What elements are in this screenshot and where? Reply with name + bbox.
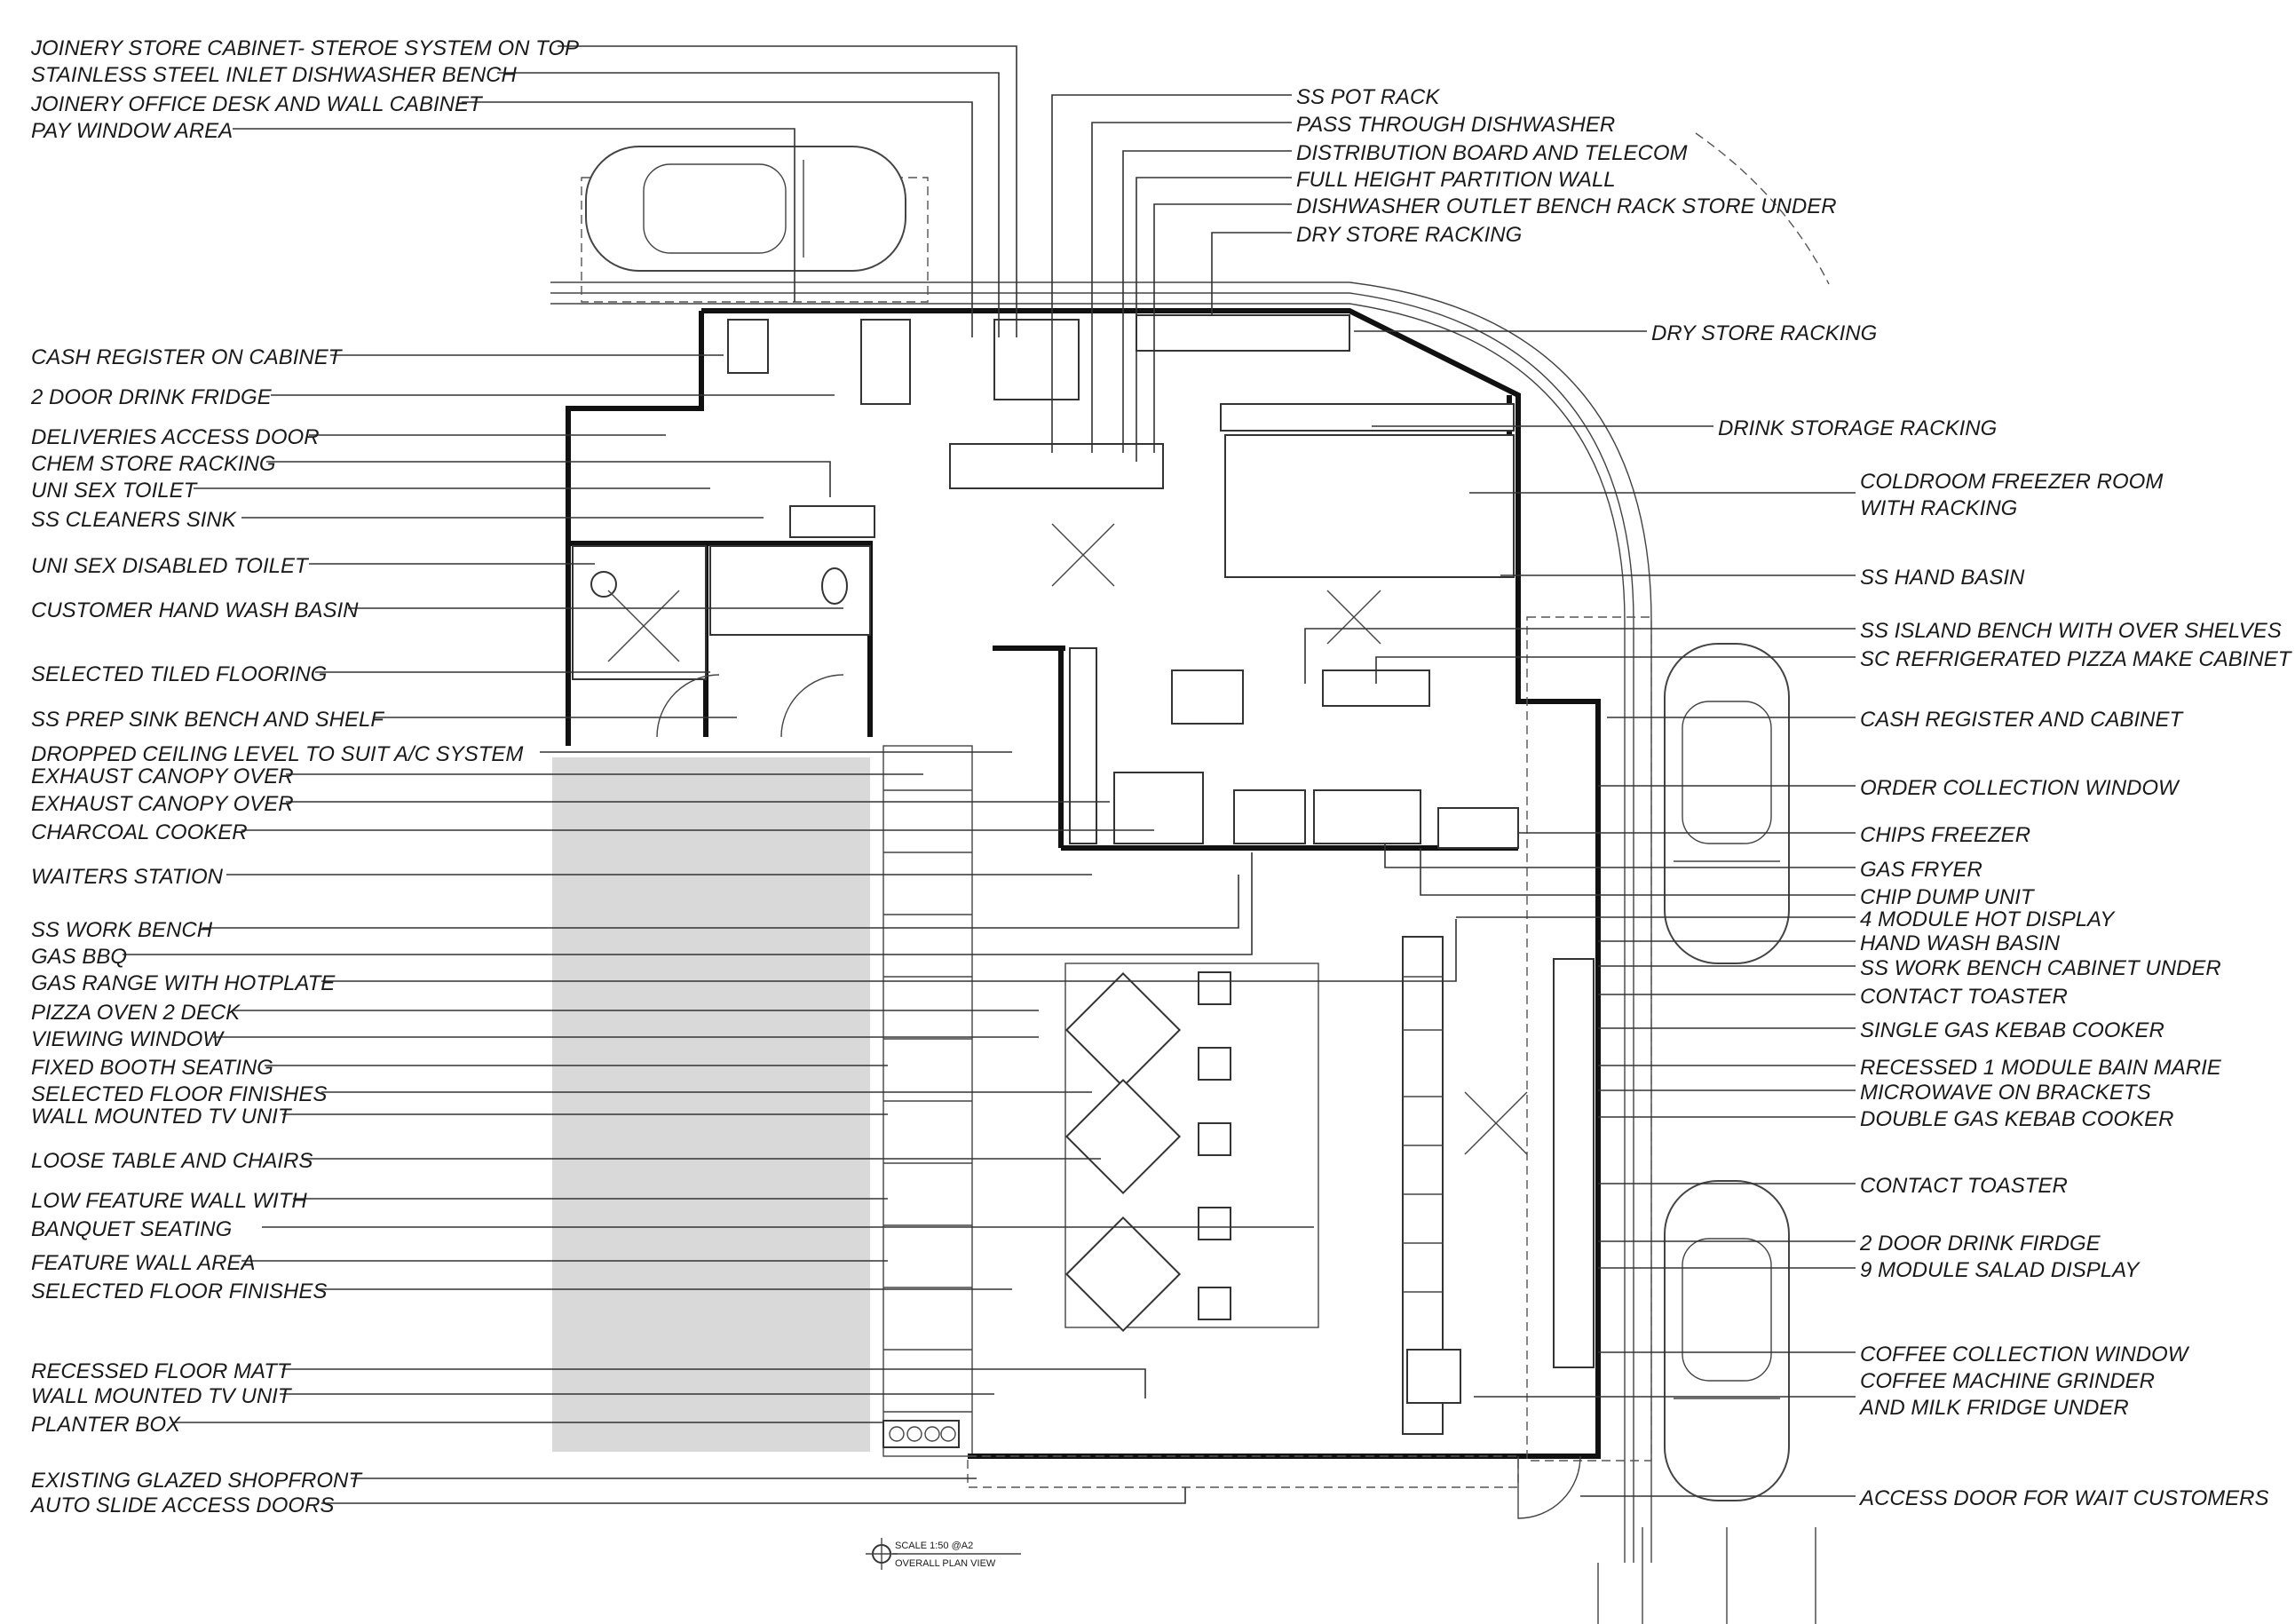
label-double-gas-kebab-cooker: DOUBLE GAS KEBAB COOKER: [1860, 1107, 2173, 1131]
label-pass-through-dishwasher: PASS THROUGH DISHWASHER: [1296, 113, 1615, 137]
label-gas-bbq: GAS BBQ: [31, 945, 127, 969]
label-ss-pot-rack: SS POT RACK: [1296, 85, 1440, 109]
label-coldroom-freezer-room: COLDROOM FREEZER ROOM: [1860, 470, 2163, 494]
label-planter-box: PLANTER BOX: [31, 1413, 181, 1437]
label-ss-hand-basin: SS HAND BASIN: [1860, 566, 2025, 590]
label-access-door-wait-customers: ACCESS DOOR FOR WAIT CUSTOMERS: [1858, 1486, 2269, 1510]
label-contact-toaster-1: CONTACT TOASTER: [1860, 985, 2068, 1009]
label-2-door-drink-firdge: 2 DOOR DRINK FIRDGE: [1859, 1232, 2101, 1256]
label-loose-table-and-chairs: LOOSE TABLE AND CHAIRS: [31, 1149, 313, 1173]
label-exhaust-canopy-over-2: EXHAUST CANOPY OVER: [31, 792, 294, 816]
label-ss-island-bench: SS ISLAND BENCH WITH OVER SHELVES: [1860, 619, 2282, 643]
label-wall-mounted-tv-unit-2: WALL MOUNTED TV UNIT: [31, 1384, 293, 1408]
label-ss-prep-sink-bench: SS PREP SINK BENCH AND SHELF: [31, 708, 384, 732]
label-ss-work-bench-cabinet: SS WORK BENCH CABINET UNDER: [1860, 956, 2221, 980]
car-right-2: [1664, 1180, 1790, 1501]
label-cash-register-and-cabinet: CASH REGISTER AND CABINET: [1860, 708, 2185, 732]
label-viewing-window: VIEWING WINDOW: [31, 1027, 225, 1051]
plan-geometry: [550, 132, 1830, 1624]
label-order-collection-window: ORDER COLLECTION WINDOW: [1860, 776, 2180, 800]
label-gas-range-with-hotplate: GAS RANGE WITH HOTPLATE: [31, 971, 336, 995]
label-milk-fridge-under: AND MILK FRIDGE UNDER: [1858, 1396, 2129, 1420]
label-2-door-drink-fridge: 2 DOOR DRINK FRIDGE: [30, 385, 273, 409]
label-inlet-dishwasher-bench: STAINLESS STEEL INLET DISHWASHER BENCH: [31, 63, 517, 87]
label-uni-sex-disabled-toilet: UNI SEX DISABLED TOILET: [31, 554, 310, 578]
label-full-height-partition-wall: FULL HEIGHT PARTITION WALL: [1296, 168, 1616, 192]
label-dishwasher-outlet-bench: DISHWASHER OUTLET BENCH RACK STORE UNDER: [1296, 194, 1837, 218]
label-pizza-make-cabinet: SC REFRIGERATED PIZZA MAKE CABINET: [1860, 647, 2293, 671]
label-ss-work-bench: SS WORK BENCH: [31, 918, 213, 942]
label-recessed-bain-marie: RECESSED 1 MODULE BAIN MARIE: [1860, 1056, 2222, 1080]
scale-subtext: OVERALL PLAN VIEW: [895, 1558, 996, 1569]
loose-tables-and-chairs: [1064, 963, 1319, 1333]
label-cash-register-on-cabinet: CASH REGISTER ON CABINET: [31, 345, 344, 369]
label-charcoal-cooker: CHARCOAL COOKER: [31, 820, 248, 844]
label-contact-toaster-2: CONTACT TOASTER: [1860, 1174, 2068, 1198]
label-customer-hand-wash-basin: CUSTOMER HAND WASH BASIN: [31, 598, 359, 622]
label-chip-dump-unit: CHIP DUMP UNIT: [1860, 885, 2036, 909]
label-coffee-machine-grinder: COFFEE MACHINE GRINDER: [1860, 1369, 2155, 1393]
label-ss-cleaners-sink: SS CLEANERS SINK: [31, 508, 237, 532]
label-deliveries-access-door: DELIVERIES ACCESS DOOR: [31, 425, 320, 449]
label-dry-store-racking-top: DRY STORE RACKING: [1296, 223, 1522, 247]
exterior-wall: [566, 311, 704, 746]
label-waiters-station: WAITERS STATION: [31, 865, 224, 889]
label-with-racking: WITH RACKING: [1860, 496, 2017, 520]
label-banquet-seating: BANQUET SEATING: [31, 1217, 232, 1241]
car-top: [585, 146, 906, 272]
leader-lines: [123, 45, 1856, 1504]
label-joinery-store-cabinet: JOINERY STORE CABINET- STEROE SYSTEM ON …: [30, 36, 579, 60]
label-uni-sex-toilet: UNI SEX TOILET: [31, 479, 199, 503]
label-microwave-on-brackets: MICROWAVE ON BRACKETS: [1860, 1081, 2151, 1105]
label-chem-store-racking: CHEM STORE RACKING: [31, 452, 276, 476]
label-4-module-hot-display: 4 MODULE HOT DISPLAY: [1860, 907, 2116, 931]
label-pizza-oven-2-deck: PIZZA OVEN 2 DECK: [31, 1001, 241, 1025]
label-coffee-collection-window: COFFEE COLLECTION WINDOW: [1860, 1343, 2190, 1367]
label-selected-floor-finishes-2: SELECTED FLOOR FINISHES: [31, 1279, 327, 1303]
label-chips-freezer: CHIPS FREEZER: [1860, 823, 2030, 847]
label-feature-wall-area: FEATURE WALL AREA: [31, 1251, 256, 1275]
label-single-gas-kebab-cooker: SINGLE GAS KEBAB COOKER: [1860, 1018, 2164, 1042]
label-joinery-office-desk: JOINERY OFFICE DESK AND WALL CABINET: [30, 92, 484, 116]
label-exhaust-canopy-over-1: EXHAUST CANOPY OVER: [31, 764, 294, 788]
label-drink-storage-racking: DRINK STORAGE RACKING: [1718, 416, 1997, 440]
label-auto-slide-access-doors: AUTO SLIDE ACCESS DOORS: [29, 1493, 334, 1517]
label-selected-floor-finishes-1: SELECTED FLOOR FINISHES: [31, 1082, 327, 1106]
label-distribution-board: DISTRIBUTION BOARD AND TELECOM: [1296, 141, 1687, 165]
label-hand-wash-basin: HAND WASH BASIN: [1860, 931, 2061, 955]
label-recessed-floor-matt: RECESSED FLOOR MATT: [31, 1359, 292, 1383]
label-gas-fryer: GAS FRYER: [1860, 858, 1982, 882]
label-existing-glazed-shopfront: EXISTING GLAZED SHOPFRONT: [31, 1469, 363, 1493]
label-low-feature-wall: LOW FEATURE WALL WITH: [31, 1189, 307, 1213]
label-wall-mounted-tv-unit-1: WALL MOUNTED TV UNIT: [31, 1105, 293, 1129]
label-9-module-salad-display: 9 MODULE SALAD DISPLAY: [1860, 1258, 2141, 1282]
road-lines: [550, 132, 1830, 1624]
scale-text: SCALE 1:50 @A2: [895, 1541, 973, 1551]
left-labels: JOINERY STORE CABINET- STEROE SYSTEM ON …: [29, 36, 579, 1517]
label-fixed-booth-seating: FIXED BOOTH SEATING: [31, 1056, 273, 1080]
right-labels: DRY STORE RACKING DRINK STORAGE RACKING …: [1651, 321, 2293, 1510]
label-dropped-ceiling-level: DROPPED CEILING LEVEL TO SUIT A/C SYSTEM: [31, 742, 523, 766]
label-pay-window-area: PAY WINDOW AREA: [31, 119, 233, 143]
label-selected-tiled-flooring: SELECTED TILED FLOORING: [31, 662, 327, 686]
selected-floor-finish-area: [552, 757, 870, 1452]
car-right-1: [1664, 643, 1790, 964]
scale-marker: SCALE 1:50 @A2 OVERALL PLAN VIEW: [866, 1538, 1021, 1570]
top-labels: SS POT RACK PASS THROUGH DISHWASHER DIST…: [1296, 85, 1837, 247]
label-dry-store-racking: DRY STORE RACKING: [1651, 321, 1877, 345]
